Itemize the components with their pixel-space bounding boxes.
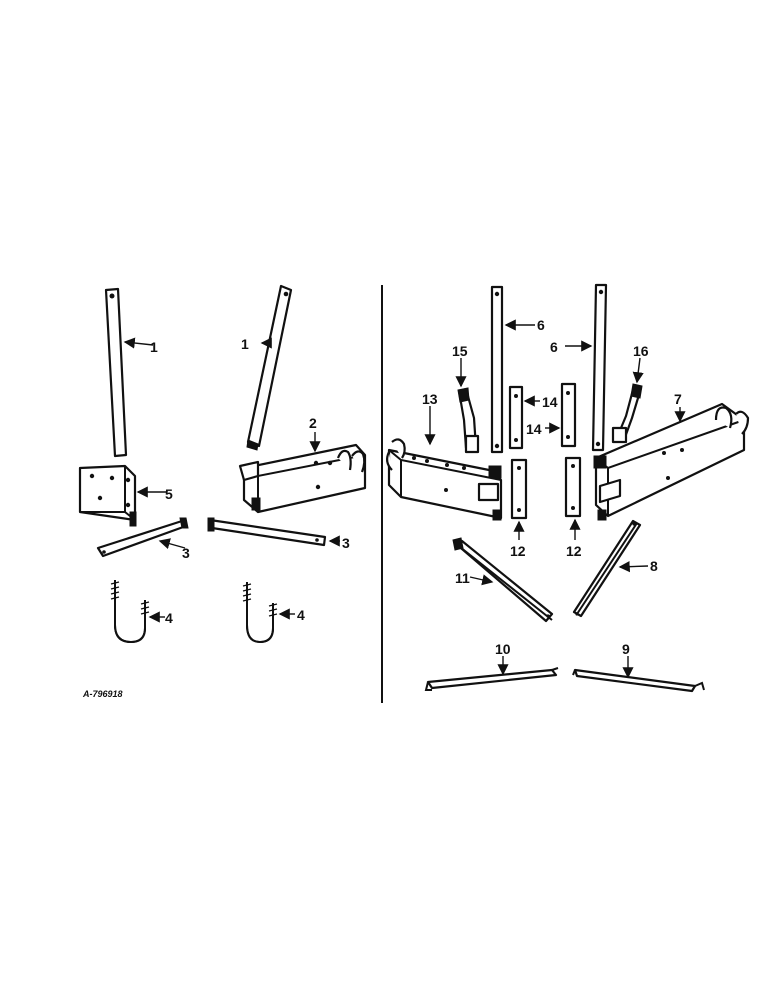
brace-rod-1-middle <box>246 284 293 451</box>
strap-8 <box>572 519 642 618</box>
mounting-plate-5 <box>78 464 137 527</box>
strap-12-left <box>510 458 528 520</box>
callout-1-middle: 1 <box>241 336 249 352</box>
callout-7: 7 <box>674 391 682 407</box>
strap-14-right <box>560 382 577 448</box>
callout-3-middle: 3 <box>342 535 350 551</box>
callout-16: 16 <box>633 343 649 359</box>
strap-12-right <box>564 456 582 518</box>
figure-reference: A-796918 <box>82 689 123 699</box>
callout-9: 9 <box>622 641 630 657</box>
callout-11: 11 <box>455 570 470 586</box>
callout-2: 2 <box>309 415 317 431</box>
callout-14-right: 14 <box>526 421 542 437</box>
strap-11 <box>452 537 554 623</box>
callout-14-left: 14 <box>542 394 558 410</box>
strap-14-left <box>508 385 524 450</box>
rod-6-left <box>490 285 504 454</box>
bracket-13 <box>385 438 503 521</box>
callout-15: 15 <box>452 343 468 359</box>
u-bolt-4-left <box>110 580 150 644</box>
clip-16 <box>611 383 643 444</box>
bracket-2 <box>238 443 367 514</box>
callout-6-left: 6 <box>537 317 545 333</box>
callout-12-right: 12 <box>566 543 582 559</box>
callout-4-middle: 4 <box>297 607 305 623</box>
bracket-7 <box>593 402 750 521</box>
callout-4-left: 4 <box>165 610 173 626</box>
callout-5: 5 <box>165 486 173 502</box>
u-bolt-4-middle <box>242 582 278 644</box>
callout-12-left: 12 <box>510 543 526 559</box>
strap-3-middle <box>207 517 327 547</box>
callout-8: 8 <box>650 558 658 574</box>
strap-3-left <box>96 517 189 558</box>
callout-1-left: 1 <box>150 339 158 355</box>
callout-3-left: 3 <box>182 545 190 561</box>
callout-10: 10 <box>495 641 511 657</box>
rod-6-right <box>591 283 608 452</box>
bar-9 <box>572 668 705 693</box>
clip-15 <box>457 387 480 454</box>
callout-13: 13 <box>422 391 438 407</box>
brace-rod-1-left <box>104 287 128 458</box>
callout-6-right: 6 <box>550 339 558 355</box>
bar-10 <box>424 667 559 691</box>
